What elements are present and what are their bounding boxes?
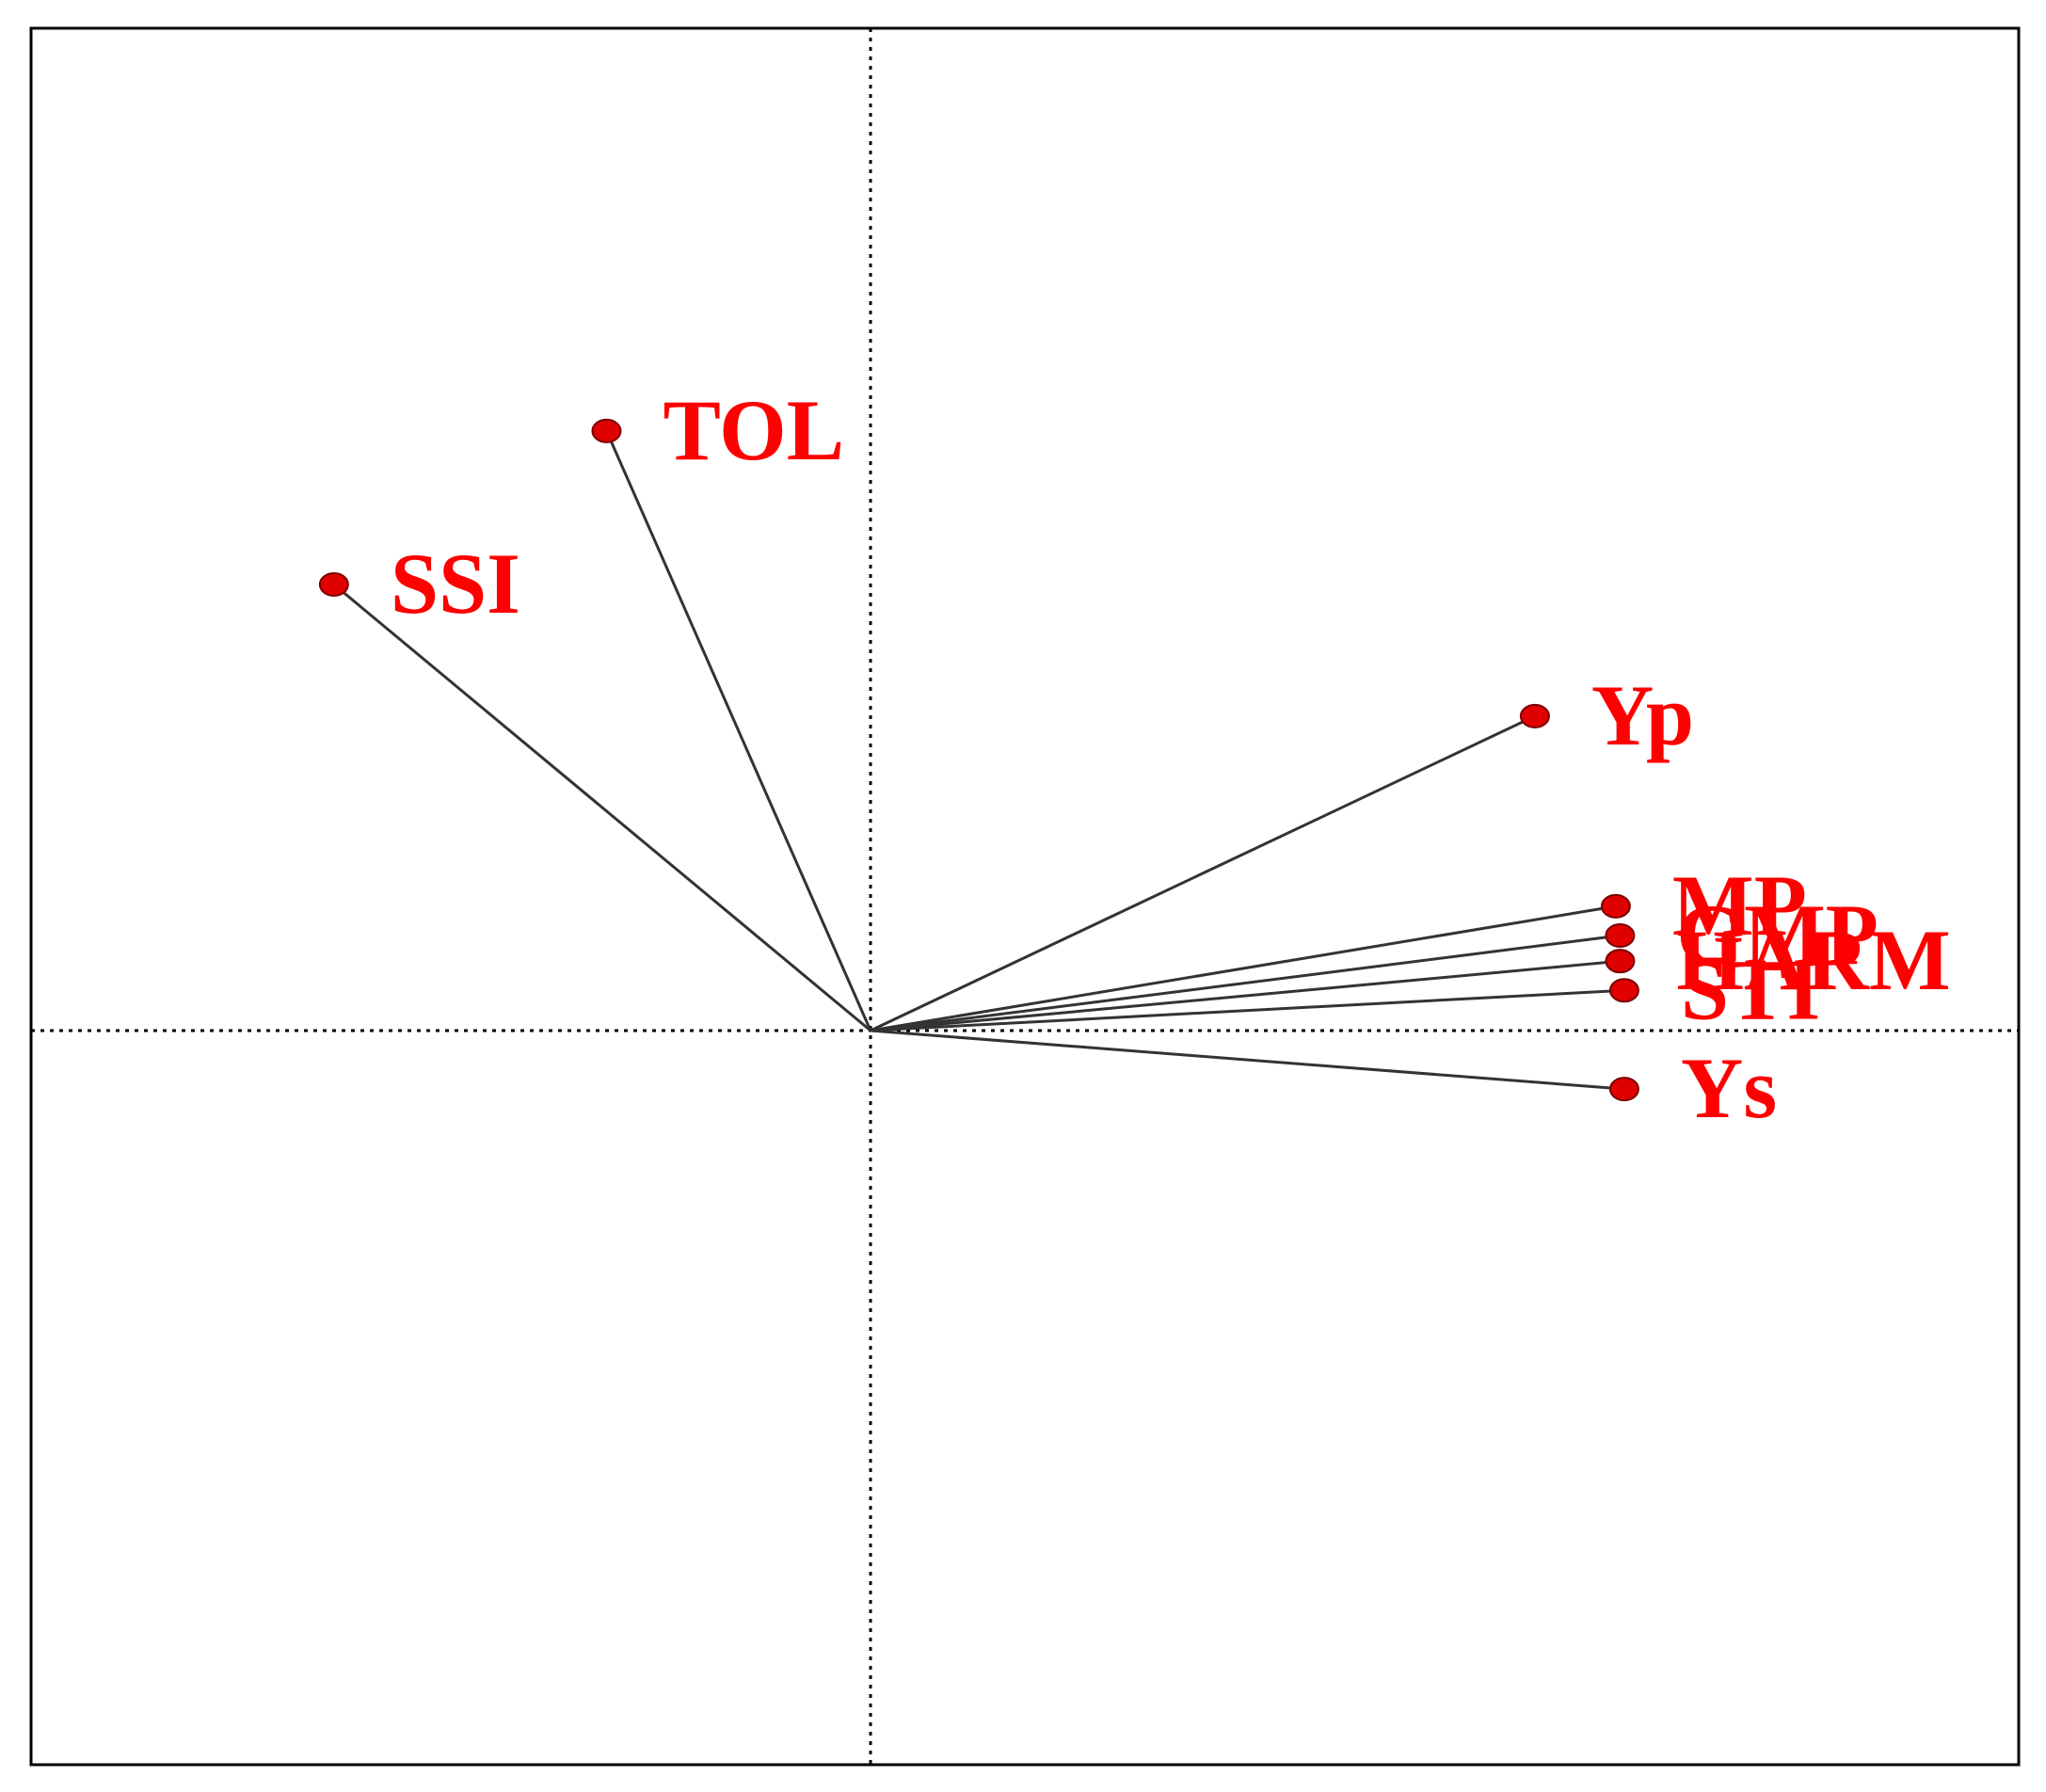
- vector-mp: [870, 904, 1617, 1032]
- vector-gmp: [870, 934, 1621, 1032]
- plot-frame: [29, 26, 2021, 1767]
- vector-sti: [870, 988, 1625, 1032]
- label-tol: TOL: [663, 382, 844, 478]
- point-ys: [1608, 1077, 1639, 1102]
- label-mp: MP: [1672, 857, 1807, 953]
- label-ssi: SSI: [391, 536, 520, 632]
- point-group: [318, 418, 1639, 1102]
- vector-harm: [870, 959, 1621, 1032]
- label-ys: Ys: [1681, 1040, 1777, 1136]
- point-mp: [1600, 893, 1631, 919]
- point-tol: [591, 418, 622, 443]
- point-yp: [1519, 703, 1550, 728]
- vector-ssi: [332, 583, 871, 1032]
- label-yp: Yp: [1591, 667, 1694, 763]
- vector-yp: [870, 714, 1536, 1032]
- vector-group: [332, 430, 1625, 1091]
- label-harm: HARM: [1676, 912, 1950, 1008]
- point-gmp: [1605, 922, 1636, 948]
- vector-ys: [870, 1029, 1625, 1091]
- vector-tol: [605, 430, 872, 1032]
- label-sti: STI: [1681, 941, 1820, 1037]
- point-sti: [1608, 978, 1639, 1003]
- label-gmp: GMP: [1676, 887, 1878, 983]
- point-harm: [1605, 949, 1636, 974]
- point-ssi: [318, 572, 349, 598]
